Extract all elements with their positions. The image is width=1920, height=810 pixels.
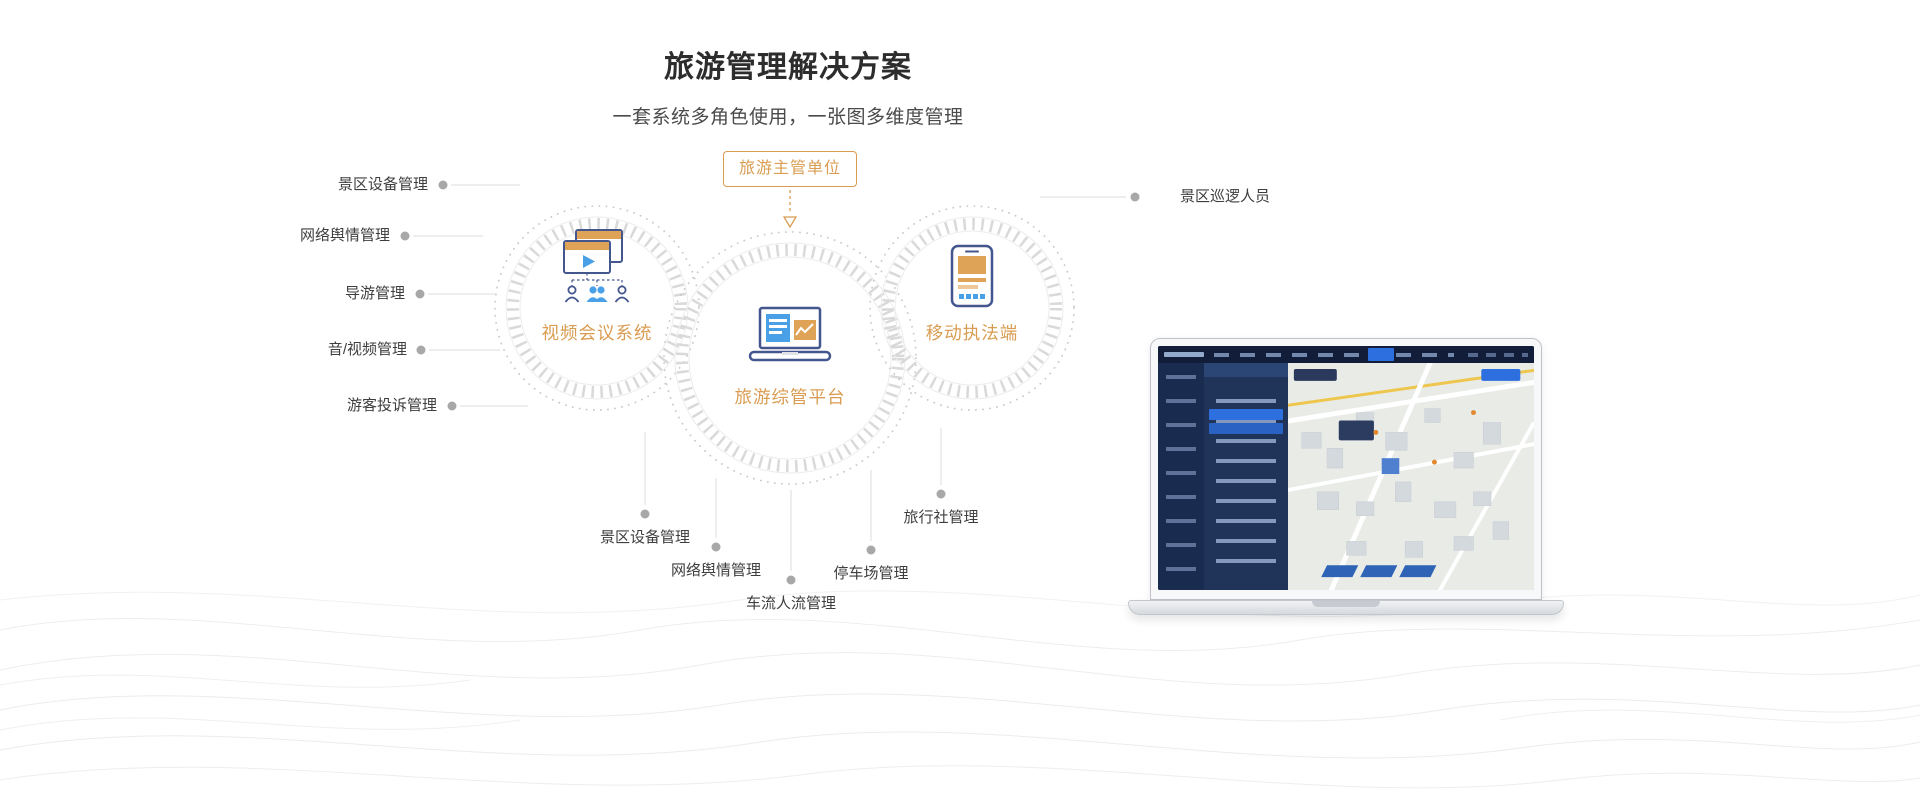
bottom-label-flow-mgmt: 车流人流管理 [745,595,836,612]
video-conference-icon [563,229,630,303]
left-label-device-mgmt: 景区设备管理 [337,176,428,193]
dashboard-active-tab [1368,348,1394,361]
dashboard-panel-selected-item [1209,409,1283,420]
dashboard-topnav [1158,346,1534,363]
bottom-label-opinion-mgmt: 网络舆情管理 [670,562,761,579]
node-label-platform: 旅游综管平台 [734,387,846,407]
dashboard-logo [1164,352,1204,357]
dashboard-panel [1204,363,1288,590]
dashboard-sidebar [1158,363,1204,590]
authority-box: 旅游主管单位 [723,151,857,187]
laptop-mockup [1128,338,1564,630]
right-label-patrol-staff: 景区巡逻人员 [1180,188,1271,205]
page-title: 旅游管理解决方案 [664,51,912,84]
node-label-video: 视频会议系统 [541,323,653,343]
dashboard-menu-skeleton [1214,353,1454,357]
dashboard-map-graphic [1288,363,1534,590]
bottom-label-device-mgmt: 景区设备管理 [599,529,690,546]
laptop-dashboard-icon [748,306,832,362]
wave-background [0,590,1920,789]
mobile-phone-icon [950,244,994,308]
bottom-label-parking-mgmt: 停车场管理 [833,565,909,582]
left-label-opinion-mgmt: 网络舆情管理 [299,227,390,244]
laptop-base [1128,600,1564,615]
laptop-base-notch [1312,601,1380,607]
left-label-av-mgmt: 音/视频管理 [327,341,407,358]
dashboard-body [1158,363,1534,590]
arrow-down-icon [782,190,798,229]
left-label-complaint-mgmt: 游客投诉管理 [346,397,437,414]
dashboard-screenshot [1158,346,1534,590]
bottom-label-agency-mgmt: 旅行社管理 [903,509,979,526]
page-subtitle: 一套系统多角色使用，一张图多维度管理 [612,107,964,128]
dashboard-menu-right-skeleton [1468,353,1528,357]
left-label-guide-mgmt: 导游管理 [344,285,405,302]
dashboard-map [1288,363,1534,590]
section-header: 旅游管理解决方案 一套系统多角色使用，一张图多维度管理 [0,42,1576,129]
dashboard-panel-header [1204,363,1288,377]
laptop-screen [1150,338,1542,600]
node-label-mobile: 移动执法端 [925,323,1019,343]
dashboard-panel-selected-item-2 [1209,423,1283,434]
